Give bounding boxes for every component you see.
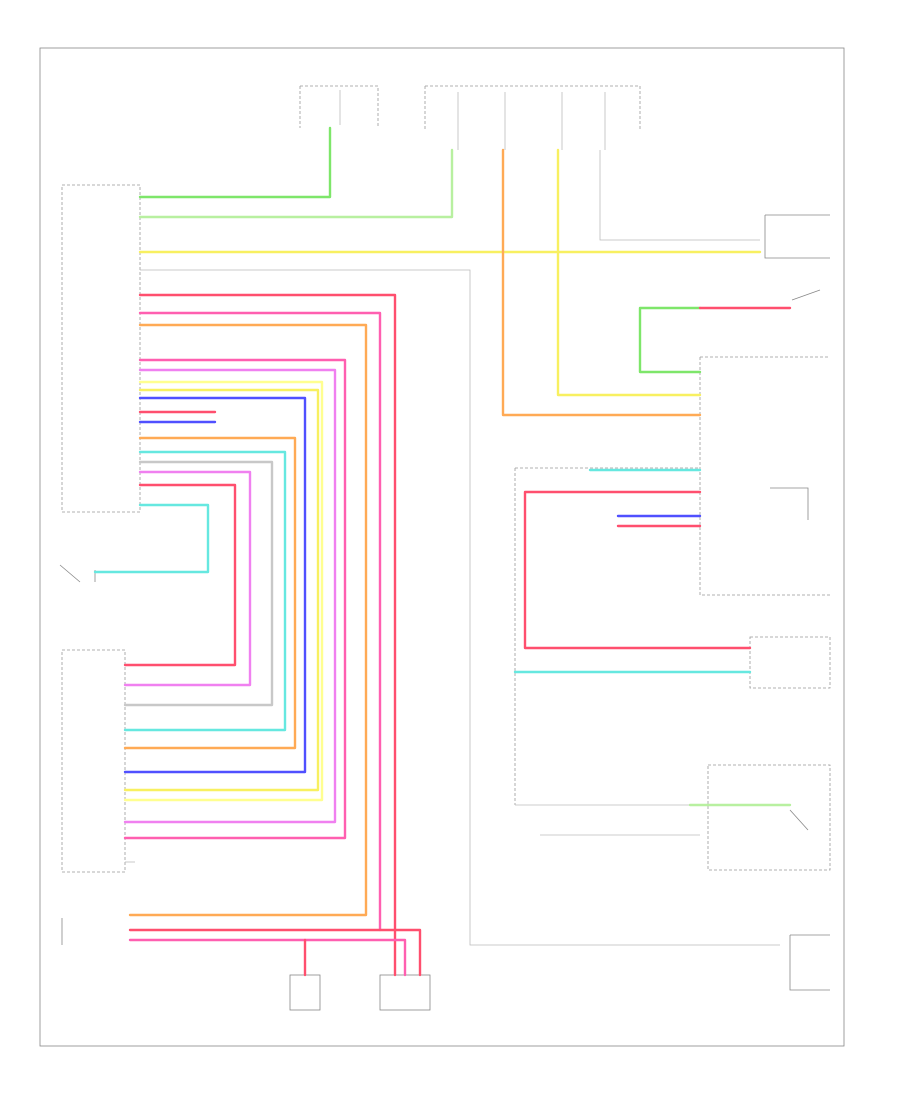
combination-switch-box xyxy=(61,649,126,873)
right-connector-box xyxy=(764,214,830,259)
fuse-block-right xyxy=(424,85,641,150)
sensor-symbol xyxy=(791,289,821,301)
left-module-box xyxy=(61,184,141,513)
bottom-component-right xyxy=(379,974,431,1011)
bottom-right-switch-box xyxy=(789,934,830,991)
seat-switch-symbol xyxy=(59,564,96,583)
accessory-box xyxy=(514,467,700,805)
sensor-module-box xyxy=(749,636,831,689)
gray-wires xyxy=(125,150,780,946)
diagram-frame xyxy=(39,47,845,1047)
combination-meter-box xyxy=(699,356,830,596)
buzzer-symbol xyxy=(770,487,809,520)
seat-switch-box xyxy=(707,764,831,871)
fuse-block-left xyxy=(299,85,379,128)
seat-switch-contact xyxy=(789,809,809,831)
colored-wires xyxy=(93,126,792,977)
bottom-component-left xyxy=(289,974,321,1011)
